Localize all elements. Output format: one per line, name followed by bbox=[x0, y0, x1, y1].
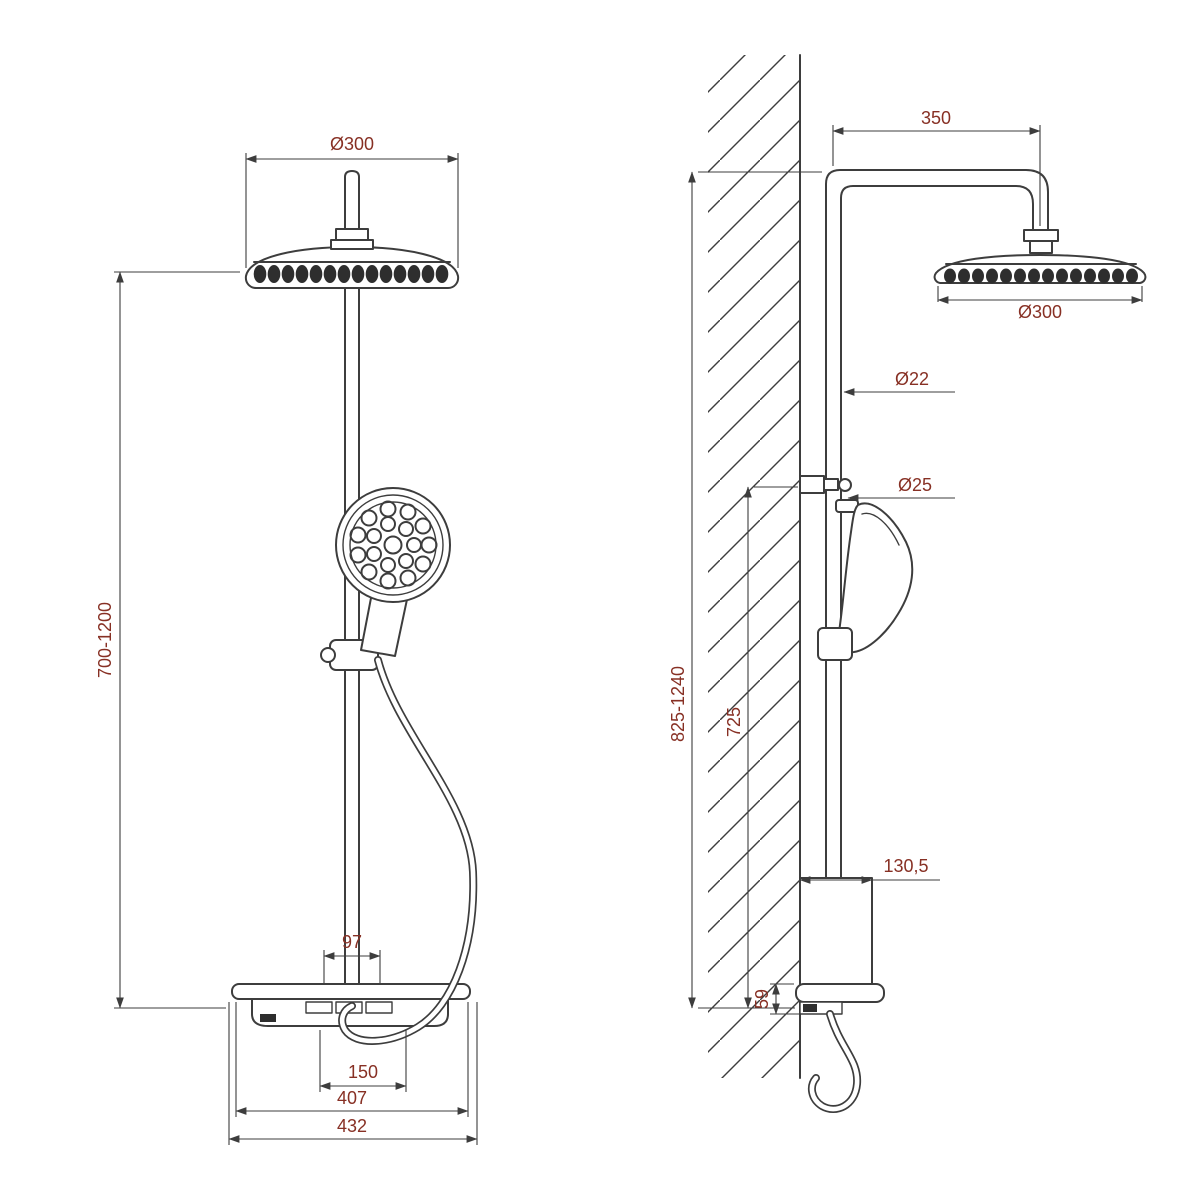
dim-side-pipe-diameter: Ø22 bbox=[843, 369, 955, 396]
nozzle-pattern-icon bbox=[349, 500, 438, 590]
dim-side-rail-height: 725 bbox=[724, 486, 798, 1009]
dim-side-head-diameter: Ø300 bbox=[937, 286, 1143, 322]
overhead-shower-front-icon bbox=[244, 228, 460, 289]
side-view: 350 Ø300 Ø22 Ø25 825-1240 725 bbox=[668, 54, 1147, 1114]
dim-label-side-shelf-depth: 130,5 bbox=[883, 856, 928, 876]
dim-front-body-width: 407 bbox=[235, 1002, 469, 1117]
dim-front-height-range: 700-1200 bbox=[95, 271, 240, 1009]
front-view: Ø300 700-1200 97 150 407 bbox=[95, 134, 478, 1145]
overhead-shower-side-icon bbox=[933, 229, 1147, 284]
dim-label-side-holder-diameter: Ø25 bbox=[898, 475, 932, 495]
shelf-valve-front-icon bbox=[231, 983, 471, 1027]
riser-pipe-side-icon bbox=[825, 169, 1049, 1001]
wall-hatching-icon bbox=[708, 54, 801, 1079]
dim-front-pipe-offset: 97 bbox=[323, 932, 381, 984]
dim-label-side-rail-height: 725 bbox=[724, 707, 744, 737]
wall-bracket-icon bbox=[799, 475, 852, 494]
dim-front-head-diameter: Ø300 bbox=[245, 134, 459, 268]
dim-side-arm-reach: 350 bbox=[832, 108, 1041, 226]
dim-label-front-overall-width: 432 bbox=[337, 1116, 367, 1136]
shower-hose-side-icon bbox=[807, 1010, 862, 1114]
dim-label-front-head-diameter: Ø300 bbox=[330, 134, 374, 154]
dim-label-front-body-width: 407 bbox=[337, 1088, 367, 1108]
hand-shower-front-icon bbox=[335, 487, 451, 657]
dim-label-front-control-spacing: 150 bbox=[348, 1062, 378, 1082]
head-connector-nut-side-icon bbox=[1023, 229, 1059, 254]
dim-label-side-overall-height-range: 825-1240 bbox=[668, 666, 688, 742]
dim-side-holder-diameter: Ø25 bbox=[847, 475, 955, 502]
shelf-valve-side-icon bbox=[795, 877, 885, 1015]
dim-side-shelf-height: 59 bbox=[752, 983, 816, 1015]
dim-label-side-pipe-diameter: Ø22 bbox=[895, 369, 929, 389]
shower-hose-front-icon bbox=[338, 656, 478, 1045]
dim-front-control-spacing: 150 bbox=[319, 1030, 407, 1092]
dim-label-front-height-range: 700-1200 bbox=[95, 602, 115, 678]
dim-label-side-arm-reach: 350 bbox=[921, 108, 951, 128]
spray-face-front-icon bbox=[253, 265, 449, 283]
dim-label-side-shelf-height: 59 bbox=[752, 989, 772, 1009]
dim-side-shelf-depth: 130,5 bbox=[799, 856, 940, 884]
head-connector-nut-icon bbox=[330, 228, 374, 250]
hand-shower-side-icon bbox=[817, 499, 914, 661]
slider-clamp-side-icon bbox=[817, 627, 853, 661]
dim-label-side-head-diameter: Ø300 bbox=[1018, 302, 1062, 322]
dim-label-front-pipe-offset: 97 bbox=[342, 932, 362, 952]
dim-front-overall-width: 432 bbox=[228, 1002, 478, 1145]
spray-face-side-icon bbox=[944, 268, 1138, 284]
